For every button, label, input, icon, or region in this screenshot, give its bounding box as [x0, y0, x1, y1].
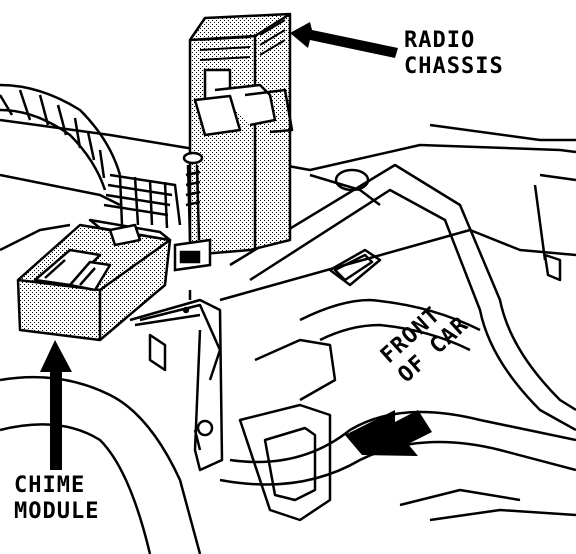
radio-chassis-label: RADIO CHASSIS: [404, 28, 504, 81]
wiring-harness: [0, 83, 182, 229]
front-of-car-arrow: [345, 410, 432, 456]
chime-module: [16, 218, 172, 342]
chime-module-label-line-2: MODULE: [14, 499, 100, 525]
radio-chassis-label-line-2: CHASSIS: [404, 54, 504, 80]
chime-module-label: CHIME MODULE: [14, 473, 99, 526]
radio-chassis: [188, 12, 294, 257]
radio-chassis-arrow: [290, 22, 398, 58]
chime-module-arrow: [40, 340, 72, 470]
chime-module-label-line-1: CHIME: [14, 473, 86, 498]
mounting-screw: [173, 151, 212, 300]
cross-member: [139, 163, 576, 522]
mounting-bracket: [129, 298, 224, 472]
radio-chassis-label-line-1: RADIO: [404, 28, 476, 53]
